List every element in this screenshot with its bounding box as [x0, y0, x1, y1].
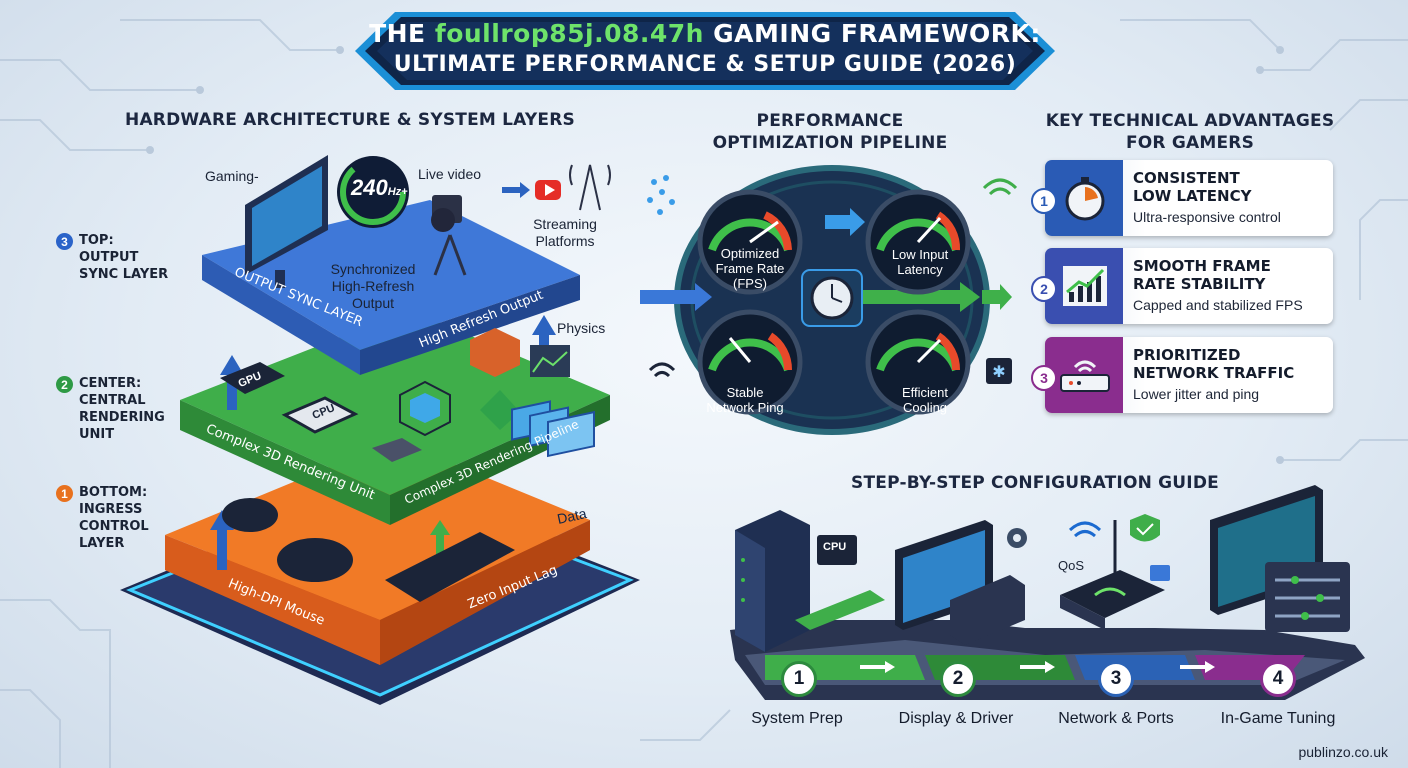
layer-label-top: 3 TOP: OUTPUT SYNC LAYER: [56, 232, 168, 283]
latency-gauge: [865, 189, 971, 295]
fps-gauge: [697, 189, 803, 295]
advantage-title: CONSISTENT LOW LATENCY: [1133, 169, 1252, 205]
advantage-card-network: 3 PRIORITIZED NETWORK TRAFFIC Lower jitt…: [1031, 337, 1333, 413]
advantage-subtitle: Lower jitter and ping: [1133, 386, 1260, 402]
wifi-icon-step: [1068, 521, 1102, 538]
graphics-card-icon: [950, 575, 1025, 645]
3d-cube-icon: [399, 380, 451, 437]
step-label-ingame-tuning: In-Game Tuning: [1220, 710, 1336, 727]
landscape-icon: [530, 345, 570, 377]
lock-icon: [1150, 565, 1170, 581]
router-icon: [1060, 360, 1110, 392]
step-label-display-driver: Display & Driver: [898, 710, 1014, 727]
rising-chart-icon: [1063, 266, 1107, 306]
live-video-label: Live video: [418, 166, 482, 182]
network-router-icon: [1060, 570, 1165, 618]
gpu-chip-icon: [220, 362, 285, 394]
advantage-title: SMOOTH FRAME RATE STABILITY: [1133, 257, 1271, 293]
gauge-label-cooling: Efficient Cooling: [901, 385, 948, 415]
physics-block-icon: [470, 328, 520, 377]
hardware-layer-stack: [120, 155, 640, 705]
gauge-label-ping: Stable Network Ping: [706, 385, 784, 415]
advantage-subtitle: Capped and stabilized FPS: [1133, 297, 1303, 313]
title-banner: [355, 12, 1055, 90]
title-subtitle: ULTIMATE PERFORMANCE & SETUP GUIDE (2026…: [393, 52, 1017, 77]
step-number-1: 1: [781, 661, 817, 697]
settings-sliders-icon: [1265, 562, 1350, 632]
high-dpi-mouse-icon: [277, 538, 353, 582]
step-number-4: 4: [1260, 661, 1296, 697]
refresh-rate-value: 240Hz+: [351, 175, 408, 200]
particle-dots-icon: [647, 175, 675, 215]
video-camera-icon: [431, 195, 467, 276]
wifi-icon-right: [982, 178, 1018, 196]
cooling-gauge: [865, 309, 971, 415]
ram-stick-icon: [795, 590, 885, 630]
gaming-mouse-icon: [222, 498, 278, 532]
qos-label: QoS: [1058, 558, 1085, 573]
physics-label: Physics: [557, 320, 606, 336]
footer-site: publinzo.co.uk: [1298, 744, 1388, 760]
server-tower-icon: [735, 510, 810, 652]
data-sheets-icon: [511, 400, 595, 458]
step-label-system-prep: System Prep: [751, 710, 843, 727]
step-label-network-ports: Network & Ports: [1058, 710, 1174, 727]
streaming-platforms-label: Streaming Platforms: [533, 216, 597, 249]
keyboard-icon: [385, 532, 515, 602]
gauge-label-fps: Optimized Frame Rate (FPS): [715, 246, 785, 291]
advantage-card-framerate: 2 SMOOTH FRAME RATE STABILITY Capped and…: [1031, 248, 1333, 324]
optimization-pipeline-diagram: ✱: [640, 165, 1018, 435]
cpu-chip-icon: [281, 396, 359, 434]
refresh-rate-gauge: [337, 156, 409, 228]
pipeline-heading: PERFORMANCE OPTIMIZATION PIPELINE: [712, 111, 948, 153]
gaming-label: Gaming-: [205, 168, 259, 184]
step-number-2: 2: [940, 661, 976, 697]
hardware-heading: HARDWARE ARCHITECTURE & SYSTEM LAYERS: [125, 110, 575, 130]
svg-text:✱: ✱: [992, 364, 1005, 381]
shield-check-icon: [1130, 514, 1160, 542]
framework-code: foullrop85j.08.47h: [434, 19, 704, 48]
advantages-heading: KEY TECHNICAL ADVANTAGES FOR GAMERS: [1045, 111, 1335, 153]
polygon-shape-icon: [480, 390, 520, 430]
broadcast-tower-icon: [569, 164, 611, 211]
advantage-subtitle: Ultra-responsive control: [1133, 209, 1281, 225]
sync-output-label: Synchronized High-Refresh Output: [330, 261, 416, 311]
advantage-title: PRIORITIZED NETWORK TRAFFIC: [1133, 346, 1295, 382]
snowflake-icon: [986, 358, 1012, 384]
wifi-icon-left: [648, 362, 676, 378]
gaming-monitor-icon: [245, 155, 328, 288]
title: THE foullrop85j.08.47h GAMING FRAMEWORK:…: [355, 18, 1055, 80]
layer-label-center: 2 CENTER: CENTRAL RENDERING UNIT: [56, 375, 165, 443]
stopwatch-icon: [1065, 177, 1105, 221]
advantage-card-latency: 1 CONSISTENT LOW LATENCY Ultra-responsiv…: [1031, 160, 1333, 236]
clock-icon: [801, 269, 863, 327]
cpu-chip-icon-step: [817, 535, 857, 565]
gear-icon: [1007, 528, 1027, 548]
processor-small-icon: [372, 438, 422, 462]
step-cpu-label: CPU: [823, 541, 847, 553]
layer-label-bottom: 1 BOTTOM: INGRESS CONTROL LAYER: [56, 484, 149, 552]
step-number-3: 3: [1098, 661, 1134, 697]
steps-heading: STEP-BY-STEP CONFIGURATION GUIDE: [851, 473, 1219, 493]
gauge-label-latency: Low Input Latency: [891, 247, 949, 277]
ping-gauge: [697, 309, 803, 415]
